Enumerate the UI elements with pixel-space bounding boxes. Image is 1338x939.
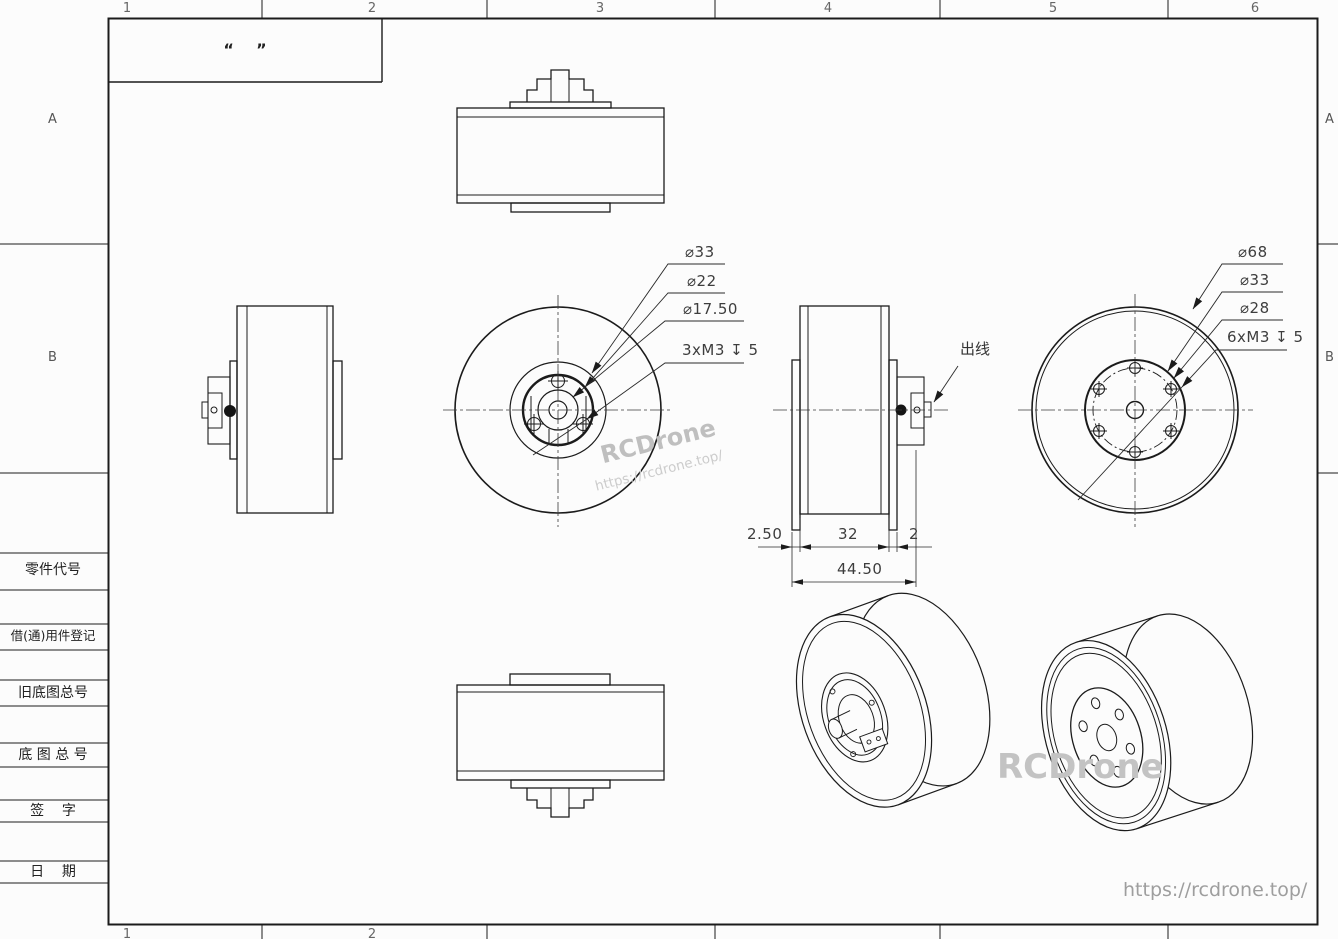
titleblock-old-base-no: 旧底图总号	[18, 685, 88, 701]
front-view	[443, 263, 744, 527]
dim-section-left-wall: 2.50	[747, 525, 783, 543]
rear-view-leaders	[1077, 263, 1287, 501]
dim-section-total: 44.50	[837, 560, 883, 578]
dim-front-d33: ⌀33	[685, 243, 715, 261]
dim-front-d22: ⌀22	[687, 272, 717, 290]
iso-view-rear	[1040, 613, 1254, 832]
zone-col-2: 2	[367, 1, 377, 16]
dimension-arrowheads	[781, 544, 916, 585]
bottom-view	[456, 673, 665, 818]
dim-rear-d28: ⌀28	[1240, 299, 1270, 317]
zone-row-a-left: A	[48, 112, 57, 127]
zone-col-5: 5	[1048, 1, 1058, 16]
zone-col-1: 1	[122, 1, 132, 16]
titleblock-signature: 签 字	[30, 803, 76, 819]
iso-view-front	[795, 592, 991, 808]
titleblock-borrowed-parts: 借(通)用件登记	[10, 628, 96, 643]
titleblock-date: 日 期	[30, 864, 76, 880]
zone-col-4: 4	[823, 1, 833, 16]
zone-row-a-right: A	[1325, 112, 1334, 127]
section-view	[758, 305, 959, 587]
titleblock-base-no: 底 图 总 号	[18, 747, 88, 763]
rear-view	[1018, 263, 1287, 527]
wire-exit-hole	[224, 405, 236, 417]
wire-out-leader	[933, 365, 959, 403]
dim-rear-d33: ⌀33	[1240, 271, 1270, 289]
titleblock-part-code: 零件代号	[25, 562, 81, 578]
zone-row-b-right: B	[1325, 350, 1334, 365]
dim-front-d17-50: ⌀17.50	[683, 300, 738, 318]
zone-row-b-left: B	[48, 350, 57, 365]
iso-screw-holes	[1078, 697, 1136, 778]
title-placeholder: “ ”	[223, 40, 267, 59]
zone-col-6: 6	[1250, 1, 1260, 16]
top-view	[456, 69, 665, 213]
dim-front-thread: 3xM3 ↧ 5	[682, 341, 759, 359]
dim-section-right-wall: 2	[909, 525, 920, 543]
front-view-leaders	[532, 263, 744, 456]
dim-rear-thread: 6xM3 ↧ 5	[1227, 328, 1304, 346]
dim-section-stator: 32	[838, 525, 859, 543]
side-view-left	[201, 305, 343, 514]
dim-rear-d68: ⌀68	[1238, 243, 1268, 261]
zone-col-3: 3	[595, 1, 605, 16]
wire-out-callout: 出线	[960, 340, 991, 358]
zone-col-2-bottom: 2	[367, 927, 377, 939]
screw-holes-3x	[524, 371, 593, 434]
zone-col-1-bottom: 1	[122, 927, 132, 939]
